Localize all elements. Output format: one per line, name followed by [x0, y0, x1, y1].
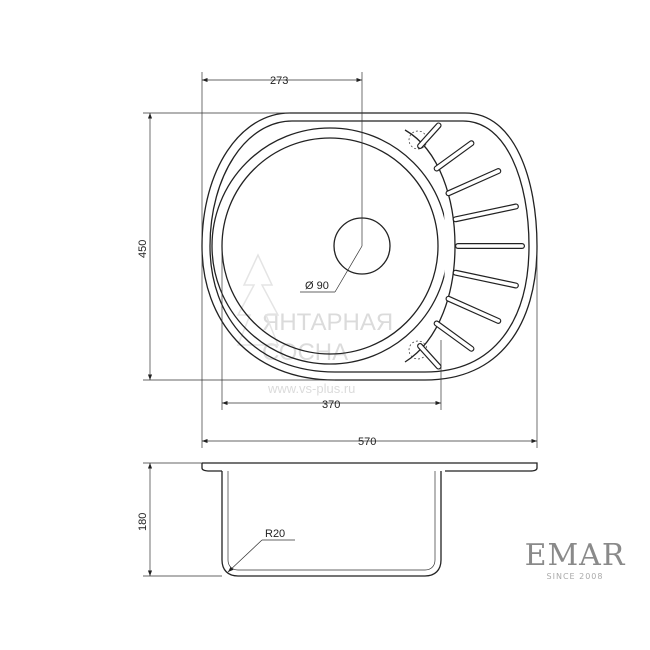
- brand-tagline: SINCE 2008: [546, 572, 604, 581]
- drain-slot: [453, 270, 518, 288]
- top-view: Ø 90: [201, 112, 538, 381]
- drain-slot: [418, 123, 441, 148]
- dim-450: 450: [137, 240, 149, 258]
- drain-slot: [418, 344, 441, 369]
- dim-570: 570: [358, 436, 376, 448]
- sink-outline: [201, 112, 538, 381]
- dimensions: 273 450 370 570: [137, 72, 538, 448]
- bowl-profile: [221, 471, 442, 577]
- drain-leader: [334, 245, 363, 293]
- tree-logo-icon: [236, 253, 280, 346]
- side-view: 180 R20: [137, 462, 538, 577]
- brand-name: EMAR: [524, 538, 626, 573]
- drain-slot: [446, 169, 501, 196]
- flange: [202, 462, 538, 472]
- watermark-line1: ЯНТАРНАЯ: [262, 309, 393, 336]
- brand-logo: EMAR SINCE 2008: [520, 538, 630, 582]
- drainboard-edge: [404, 129, 456, 363]
- drain-slot: [446, 296, 501, 323]
- dim-r20: R20: [265, 528, 285, 540]
- drainboard-slots: [417, 122, 525, 370]
- watermark-url: www.vs-plus.ru: [267, 381, 355, 396]
- bowl-outer: [211, 127, 445, 365]
- watermark: ЯНТАРНАЯ СОСНА www.vs-plus.ru: [236, 253, 393, 396]
- drain-slot: [434, 321, 474, 351]
- bowl-inner: [221, 137, 439, 355]
- sink-rim: [209, 120, 530, 373]
- drain-slot: [434, 141, 474, 171]
- dim-180: 180: [137, 513, 149, 531]
- dim-370: 370: [322, 399, 340, 411]
- drain-diameter-label: Ø 90: [305, 280, 329, 292]
- drain-slot: [453, 204, 518, 222]
- dim-273: 273: [270, 75, 288, 87]
